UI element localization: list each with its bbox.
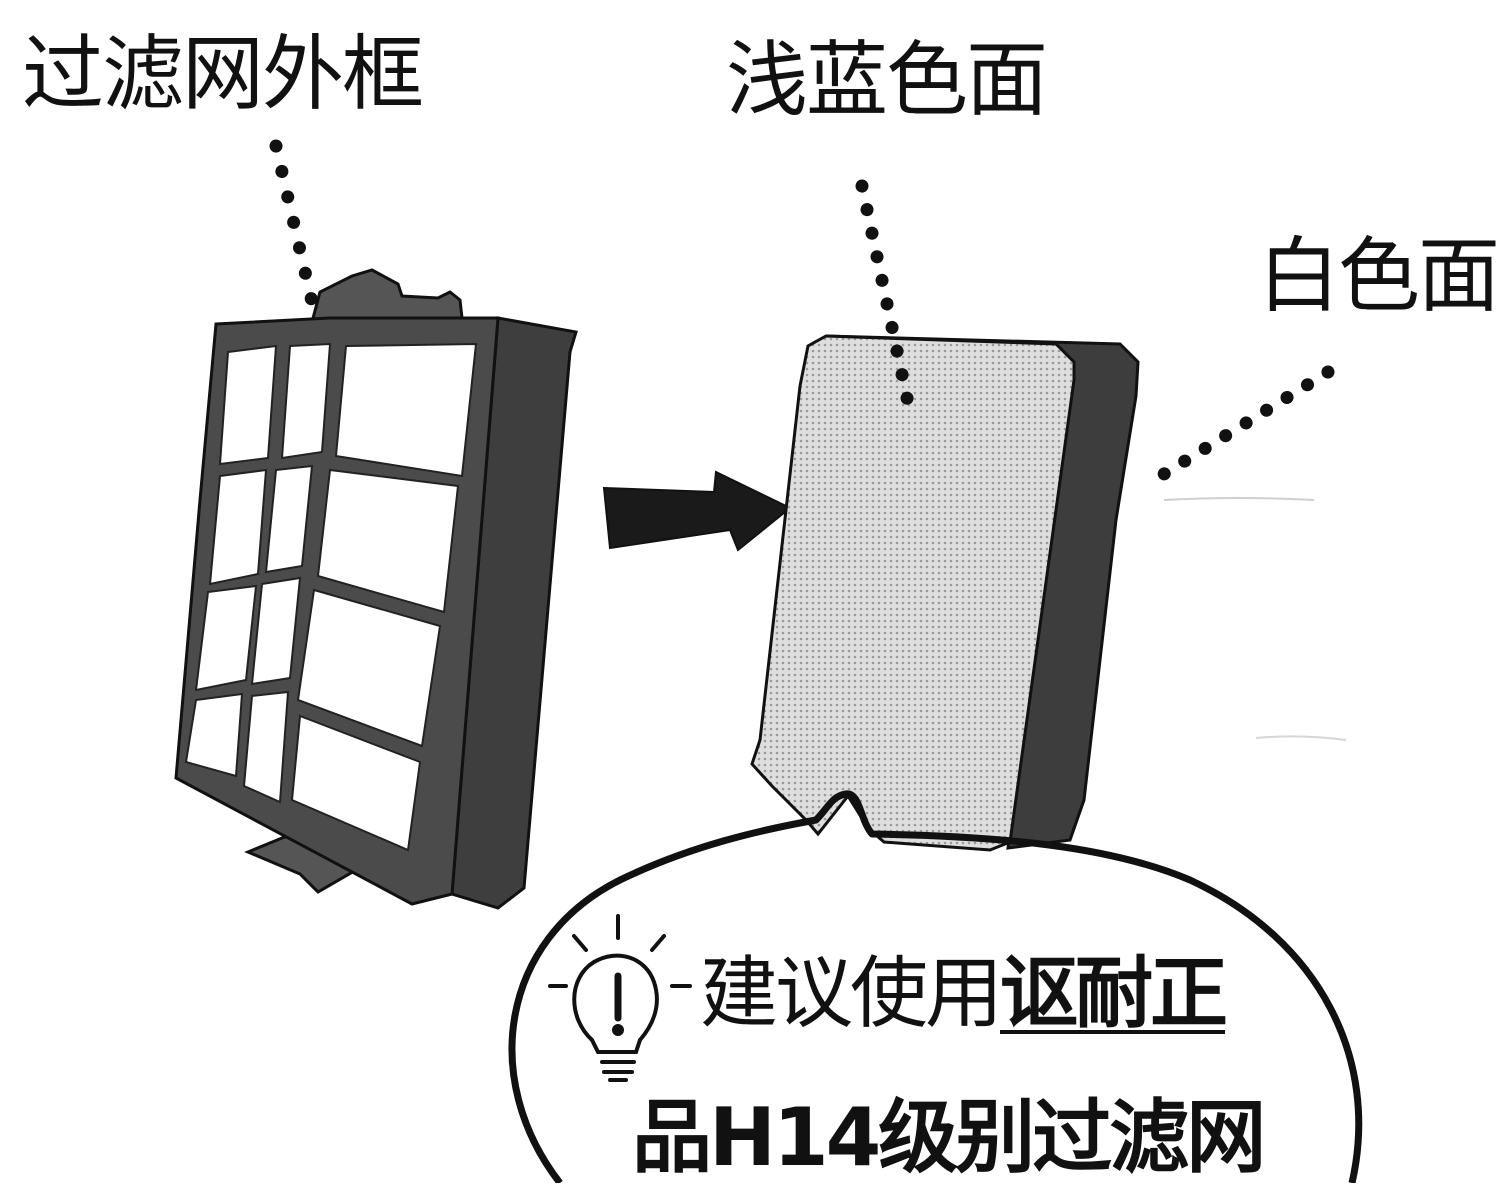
frame-opening [296, 588, 442, 748]
frame-opening [334, 342, 478, 478]
frame-opening [242, 690, 290, 804]
frame-opening [250, 576, 302, 686]
leader-line-blue-face [855, 179, 917, 419]
filter-frame [174, 268, 578, 910]
frame-opening [194, 584, 258, 692]
tip-text-line-1: 建议使用讴耐正 [700, 955, 1228, 1033]
tip-recommend-text: 建议使用 [700, 949, 1003, 1039]
tip-text-line-2: 品H14级别过滤网 [632, 1091, 1266, 1184]
frame-opening [290, 714, 422, 852]
tip-speech-bubble [508, 790, 1363, 1183]
frame-opening [218, 344, 278, 466]
blue-face-label: 浅蓝色面 [726, 33, 1048, 128]
frame-label: 过滤网外框 [22, 27, 424, 122]
frame-opening [208, 468, 268, 586]
white-face-label: 白色面 [1258, 229, 1500, 324]
arrow-right-icon [602, 470, 792, 552]
leader-line-white-face [1157, 365, 1335, 481]
frame-opening [184, 692, 244, 778]
frame-opening [280, 342, 332, 460]
frame-opening [264, 464, 314, 574]
tip-brand-text: 讴耐正 [1000, 949, 1228, 1039]
frame-opening [316, 468, 460, 614]
leader-line-frame [269, 139, 319, 309]
hepa-filter [750, 334, 1140, 852]
lightbulb-icon [548, 914, 692, 1082]
